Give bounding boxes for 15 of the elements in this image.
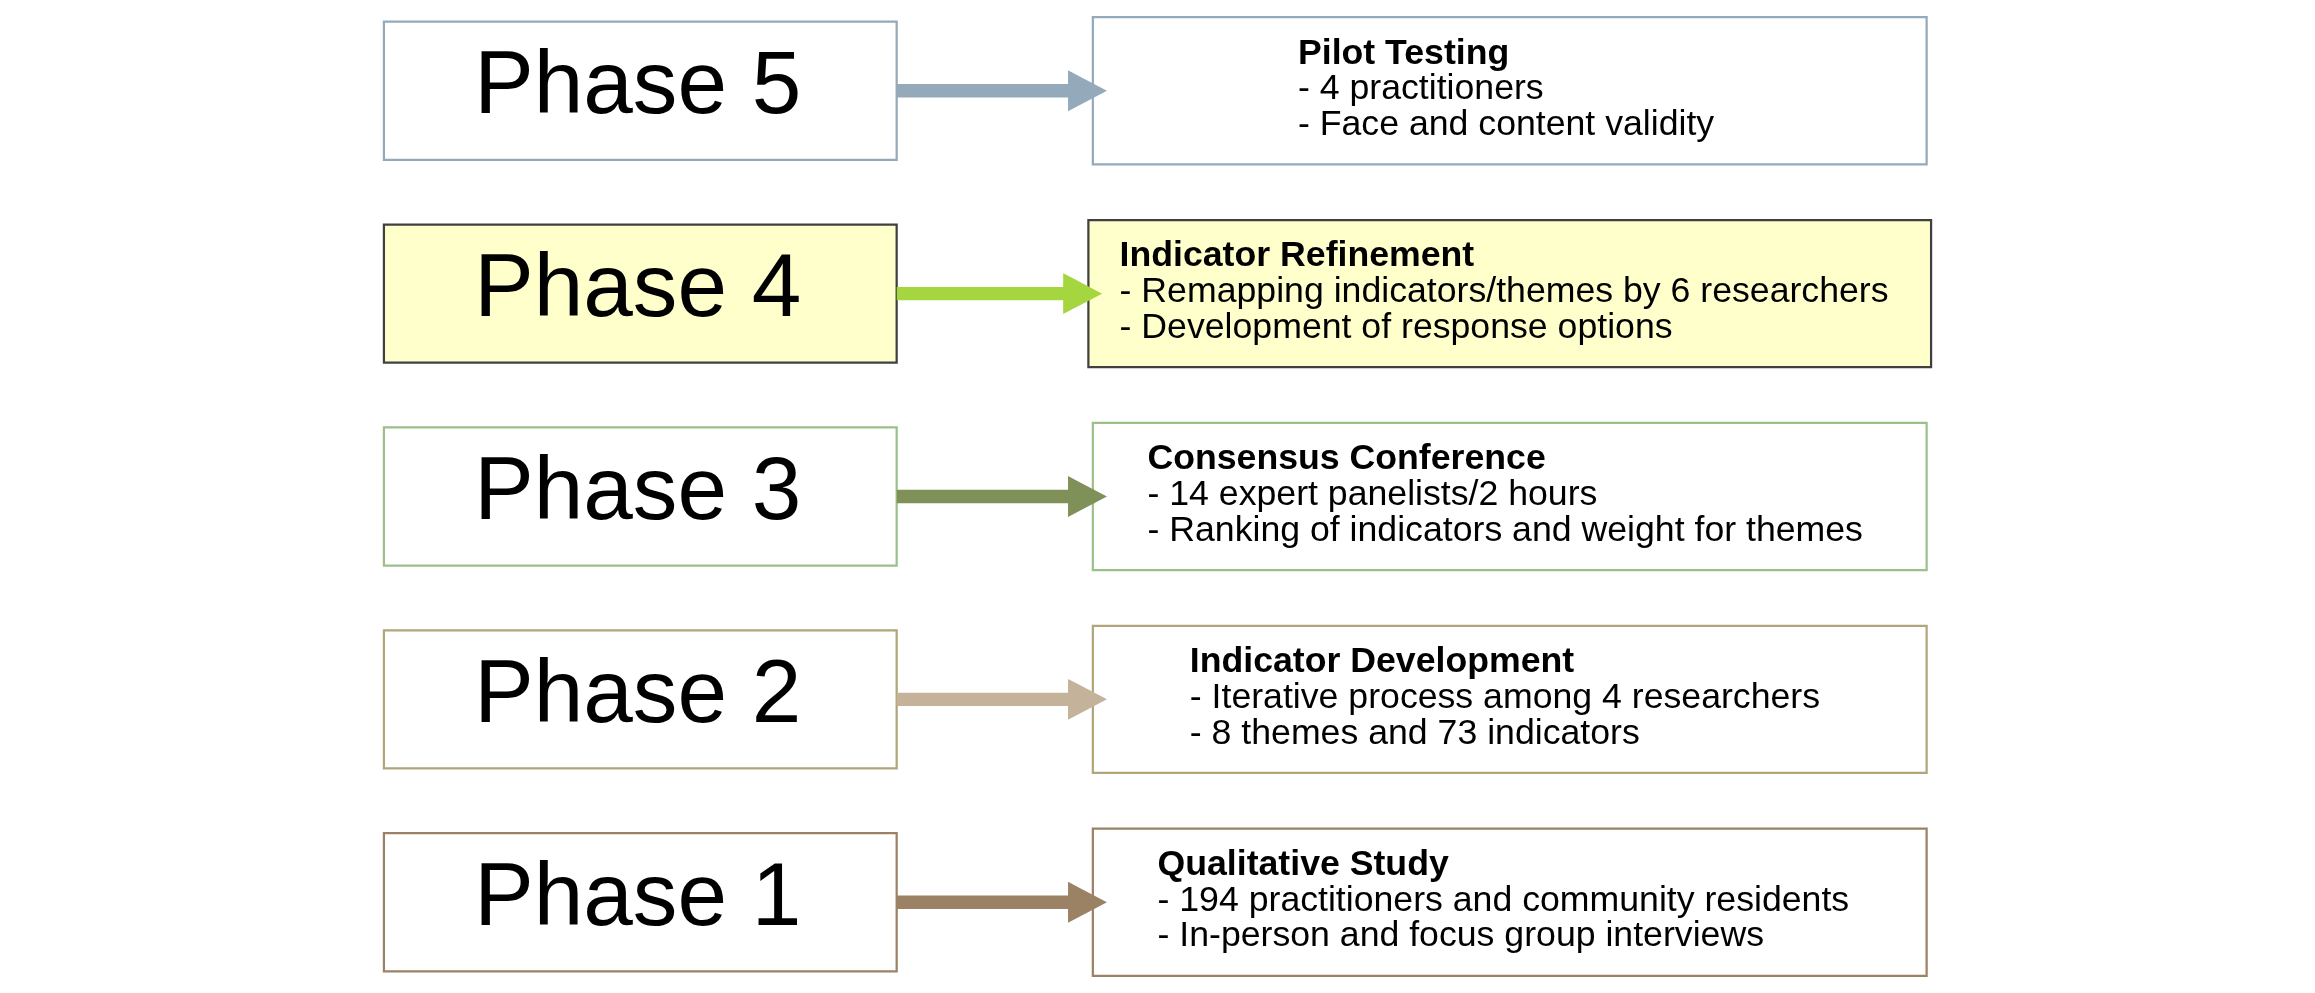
node-box: Indicator Development - Iterative process among 4 researchers - 8 themes and 73 indicators <box>1091 624 1928 775</box>
node-box: Phase 5 <box>382 20 898 161</box>
node-box: Phase 2 <box>382 629 898 770</box>
node-box: Phase 4 <box>382 223 898 364</box>
arrow <box>896 70 1107 112</box>
arrow <box>896 881 1107 923</box>
node-box: Consensus Conference - 14 expert panelists/2 hours - Ranking of indicators and weight for themes <box>1091 421 1928 572</box>
arrow <box>896 476 1107 517</box>
node-box: Phase 3 <box>382 426 898 567</box>
arrow <box>896 273 1103 315</box>
node-box: Indicator Refinement - Remapping indicators/themes by 6 researchers - Development of response options <box>1087 218 1933 369</box>
arrow <box>896 678 1107 720</box>
node-box: Phase 1 <box>382 832 898 973</box>
node-box: Pilot Testing - 4 practitioners - Face and content validity <box>1091 16 1928 166</box>
node-box: Qualitative Study - 194 practitioners and community residents - In-person and focus group interviews <box>1091 827 1928 977</box>
